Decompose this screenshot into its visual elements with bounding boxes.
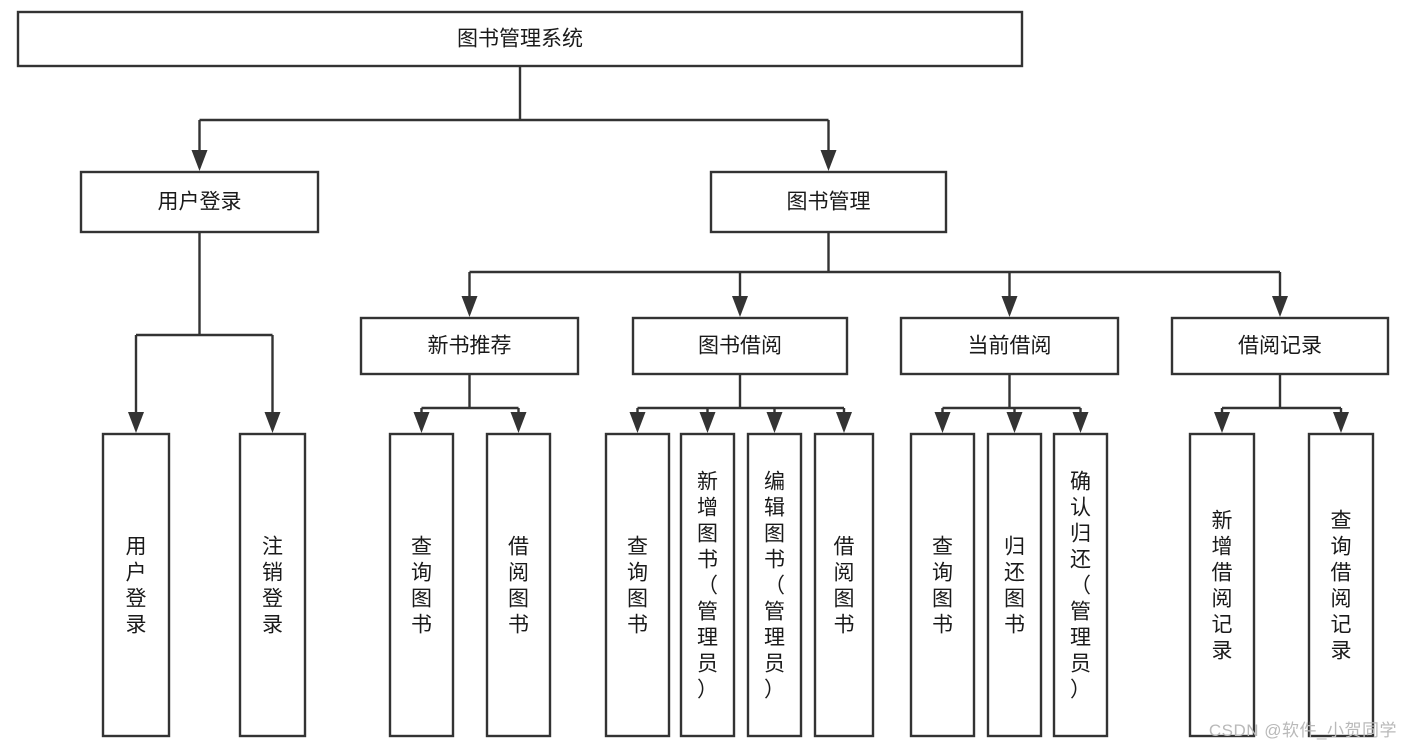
node-box[interactable] bbox=[986, 432, 1043, 738]
node-l2-current-borrow[interactable]: 当前借阅 bbox=[899, 316, 1120, 376]
node-root[interactable]: 图书管理系统 bbox=[16, 10, 1024, 68]
node-box[interactable] bbox=[899, 316, 1120, 376]
node-label: 注销登录 bbox=[262, 535, 283, 636]
node-l1-book-manage[interactable]: 图书管理 bbox=[709, 170, 948, 234]
edge-l2-borrow-record-to-leaves bbox=[1214, 374, 1349, 433]
arrow-head-icon bbox=[934, 412, 951, 433]
node-box[interactable] bbox=[679, 432, 736, 738]
node-box[interactable] bbox=[359, 316, 580, 376]
node-label: 当前借阅 bbox=[968, 335, 1052, 358]
arrow-head-icon bbox=[766, 412, 783, 433]
watermark-credit: CSDN @软件_小贺同学 bbox=[1208, 721, 1397, 740]
nodes-layer: 图书管理系统用户登录图书管理新书推荐图书借阅当前借阅借阅记录用户登录注销登录查询… bbox=[16, 10, 1390, 738]
node-label: 查询借阅记录 bbox=[1331, 509, 1352, 662]
arrow-head-icon bbox=[1001, 296, 1018, 317]
arrow-head-icon bbox=[128, 412, 144, 433]
node-leaf-confirm-return[interactable]: 确认归还（管理员） bbox=[1052, 432, 1109, 738]
node-label: 查询图书 bbox=[627, 535, 648, 636]
arrow-head-icon bbox=[1006, 412, 1023, 433]
edge-bookmanage-to-level2 bbox=[461, 232, 1288, 317]
node-box[interactable] bbox=[909, 432, 976, 738]
arrow-head-icon bbox=[461, 296, 478, 317]
arrow-head-icon bbox=[1272, 296, 1288, 317]
node-box[interactable] bbox=[101, 432, 171, 738]
arrow-head-icon bbox=[1333, 412, 1349, 433]
node-leaf-return-book[interactable]: 归还图书 bbox=[986, 432, 1043, 738]
arrow-head-icon bbox=[820, 150, 837, 171]
node-label: 借阅图书 bbox=[508, 535, 529, 636]
arrow-head-icon bbox=[1072, 412, 1089, 433]
node-label: 查询图书 bbox=[411, 535, 432, 636]
node-box[interactable] bbox=[604, 432, 671, 738]
node-leaf-add-book[interactable]: 新增图书（管理员） bbox=[679, 432, 736, 738]
node-l2-new-book-rec[interactable]: 新书推荐 bbox=[359, 316, 580, 376]
node-box[interactable] bbox=[485, 432, 552, 738]
node-box[interactable] bbox=[746, 432, 803, 738]
node-box[interactable] bbox=[1188, 432, 1256, 738]
node-leaf-add-record[interactable]: 新增借阅记录 bbox=[1188, 432, 1256, 738]
arrow-head-icon bbox=[836, 412, 852, 433]
node-box[interactable] bbox=[238, 432, 307, 738]
node-label: 图书管理 bbox=[787, 191, 871, 214]
arrow-head-icon bbox=[191, 150, 208, 171]
node-box[interactable] bbox=[709, 170, 948, 234]
edge-l2-new-book-rec-to-leaves bbox=[413, 374, 527, 433]
node-label: 新增图书（管理员） bbox=[697, 470, 718, 701]
node-label: 借阅图书 bbox=[834, 535, 855, 636]
node-l2-book-borrow[interactable]: 图书借阅 bbox=[631, 316, 849, 376]
node-box[interactable] bbox=[1307, 432, 1375, 738]
node-box[interactable] bbox=[79, 170, 320, 234]
node-box[interactable] bbox=[1052, 432, 1109, 738]
node-label: 确认归还（管理员） bbox=[1070, 470, 1091, 701]
node-label: 借阅记录 bbox=[1238, 335, 1322, 358]
node-leaf-borrow-book-1[interactable]: 借阅图书 bbox=[485, 432, 552, 738]
arrow-head-icon bbox=[1214, 412, 1230, 433]
edge-l2-current-borrow-to-leaves bbox=[934, 374, 1089, 433]
arrow-head-icon bbox=[629, 412, 646, 433]
edges-layer bbox=[128, 66, 1349, 433]
node-box[interactable] bbox=[16, 10, 1024, 68]
edge-userlogin-to-leaves bbox=[128, 232, 281, 433]
node-leaf-edit-book[interactable]: 编辑图书（管理员） bbox=[746, 432, 803, 738]
node-label: 用户登录 bbox=[126, 535, 147, 636]
arrow-head-icon bbox=[699, 412, 716, 433]
node-box[interactable] bbox=[631, 316, 849, 376]
edge-l2-book-borrow-to-leaves bbox=[629, 374, 852, 433]
node-leaf-query-book-2[interactable]: 查询图书 bbox=[604, 432, 671, 738]
node-label: 图书借阅 bbox=[698, 335, 782, 358]
edge-root-to-level1 bbox=[191, 66, 837, 171]
node-label: 新书推荐 bbox=[428, 335, 512, 358]
node-label: 编辑图书（管理员） bbox=[764, 470, 785, 701]
arrow-head-icon bbox=[413, 412, 430, 433]
node-leaf-query-book-1[interactable]: 查询图书 bbox=[388, 432, 455, 738]
node-leaf-borrow-book-2[interactable]: 借阅图书 bbox=[813, 432, 875, 738]
node-leaf-logout[interactable]: 注销登录 bbox=[238, 432, 307, 738]
node-leaf-query-record[interactable]: 查询借阅记录 bbox=[1307, 432, 1375, 738]
node-label: 用户登录 bbox=[158, 191, 242, 214]
node-l1-user-login[interactable]: 用户登录 bbox=[79, 170, 320, 234]
node-leaf-query-book-3[interactable]: 查询图书 bbox=[909, 432, 976, 738]
node-box[interactable] bbox=[388, 432, 455, 738]
node-label: 图书管理系统 bbox=[457, 28, 583, 51]
arrow-head-icon bbox=[732, 296, 748, 317]
arrow-head-icon bbox=[264, 412, 281, 433]
node-box[interactable] bbox=[1170, 316, 1390, 376]
node-label: 新增借阅记录 bbox=[1212, 509, 1233, 662]
node-box[interactable] bbox=[813, 432, 875, 738]
node-leaf-user-login[interactable]: 用户登录 bbox=[101, 432, 171, 738]
node-l2-borrow-record[interactable]: 借阅记录 bbox=[1170, 316, 1390, 376]
node-label: 查询图书 bbox=[932, 535, 953, 636]
node-label: 归还图书 bbox=[1004, 535, 1025, 636]
arrow-head-icon bbox=[510, 412, 527, 433]
